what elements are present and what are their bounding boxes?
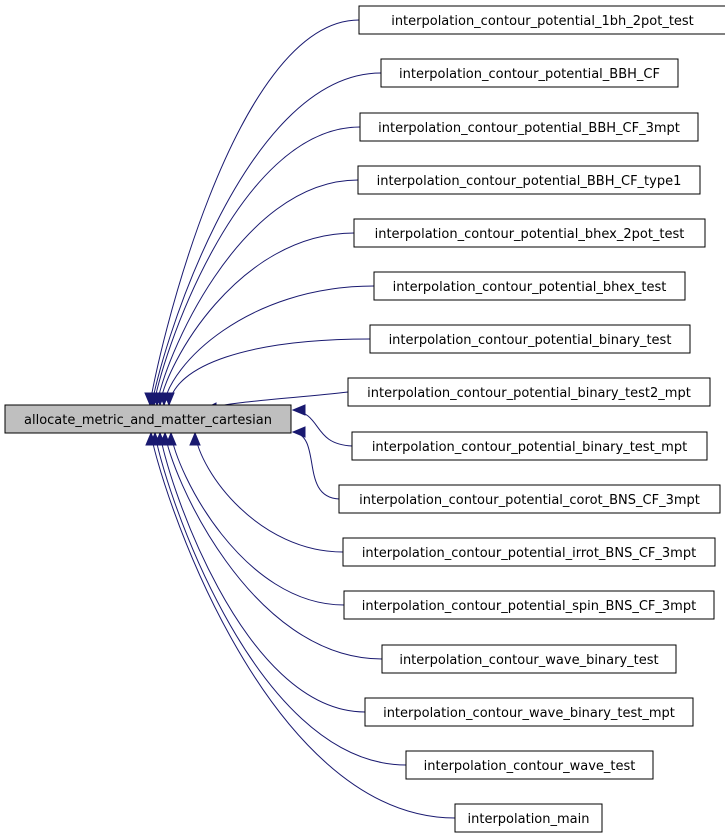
arrowhead (189, 431, 201, 446)
call-edge (151, 72, 382, 406)
caller-node-label: interpolation_contour_potential_spin_BNS… (362, 599, 696, 614)
arrowhead (145, 431, 157, 446)
caller-node[interactable]: interpolation_contour_potential_1bh_2pot… (358, 5, 725, 35)
caller-node-label: interpolation_contour_wave_binary_test (399, 653, 658, 668)
caller-node[interactable]: interpolation_contour_potential_binary_t… (351, 431, 708, 461)
call-edge (170, 432, 345, 606)
caller-node-label: interpolation_contour_potential_bhex_tes… (393, 280, 667, 295)
caller-node-label: interpolation_contour_potential_BBH_CF_3… (378, 121, 680, 136)
caller-node-label: interpolation_contour_wave_test (424, 759, 636, 774)
arrowhead (163, 392, 175, 407)
caller-node-box (347, 377, 711, 407)
caller-node[interactable]: interpolation_contour_wave_binary_test_m… (364, 697, 694, 727)
caller-node[interactable]: interpolation_contour_wave_binary_test (381, 644, 677, 674)
root-node[interactable]: allocate_metric_and_matter_cartesian (4, 404, 292, 434)
caller-node-box (353, 218, 706, 248)
caller-node-box (359, 112, 699, 142)
caller-node-box (373, 271, 686, 301)
call-edge (163, 285, 375, 406)
caller-node[interactable]: interpolation_contour_potential_BBH_CF_t… (357, 165, 701, 195)
caller-node-label: interpolation_contour_potential_binary_t… (389, 333, 672, 348)
caller-node-box (369, 324, 691, 354)
caller-node[interactable]: interpolation_contour_potential_binary_t… (347, 377, 711, 407)
caller-node-label: interpolation_contour_potential_1bh_2pot… (391, 14, 694, 29)
caller-nodes: interpolation_contour_potential_1bh_2pot… (338, 5, 725, 833)
caller-node[interactable]: interpolation_contour_wave_test (405, 750, 654, 780)
call-edge (150, 432, 456, 819)
call-edge (168, 338, 371, 406)
call-edge (159, 232, 355, 406)
caller-node-label: interpolation_contour_potential_BBH_CF (399, 67, 660, 82)
caller-node-label: interpolation_contour_potential_bhex_2po… (375, 227, 685, 242)
root-node-box (4, 404, 292, 434)
arrowhead (291, 426, 306, 438)
caller-node[interactable]: interpolation_contour_potential_irrot_BN… (342, 537, 716, 567)
caller-node-box (454, 803, 603, 833)
caller-node[interactable]: interpolation_contour_potential_bhex_tes… (373, 271, 686, 301)
caller-node[interactable]: interpolation_contour_potential_corot_BN… (338, 484, 721, 514)
caller-node-box (351, 431, 708, 461)
call-edge (164, 432, 383, 660)
caller-node[interactable]: interpolation_contour_potential_spin_BNS… (343, 590, 715, 620)
call-edge (156, 179, 359, 406)
caller-node[interactable]: interpolation_contour_potential_BBH_CF (380, 58, 679, 88)
caller-node[interactable]: interpolation_contour_potential_BBH_CF_3… (359, 112, 699, 142)
caller-node-label: interpolation_contour_potential_corot_BN… (359, 493, 700, 508)
caller-node-label: interpolation_contour_potential_BBH_CF_t… (377, 174, 682, 189)
caller-node[interactable]: interpolation_contour_potential_bhex_2po… (353, 218, 706, 248)
caller-node[interactable]: interpolation_contour_potential_binary_t… (369, 324, 691, 354)
caller-node-box (357, 165, 701, 195)
caller-node-box (338, 484, 721, 514)
caller-node-box (364, 697, 694, 727)
root-node-label: allocate_metric_and_matter_cartesian (24, 413, 272, 428)
call-edge (149, 19, 360, 406)
call-edge (153, 126, 361, 406)
caller-node-label: interpolation_contour_potential_irrot_BN… (362, 546, 696, 561)
caller-node-label: interpolation_contour_potential_binary_t… (367, 386, 691, 401)
caller-node-label: interpolation_main (468, 812, 590, 827)
caller-node-label: interpolation_contour_wave_binary_test_m… (383, 706, 675, 721)
caller-node-box (380, 58, 679, 88)
call-edge (292, 431, 340, 500)
caller-node-box (405, 750, 654, 780)
caller-node-label: interpolation_contour_potential_binary_t… (372, 440, 687, 455)
arrowhead (291, 404, 306, 416)
call-edge (194, 432, 344, 553)
call-edge (154, 432, 407, 766)
caller-node-box (343, 590, 715, 620)
caller-node-box (342, 537, 716, 567)
caller-node-box (358, 5, 725, 35)
call-edge (159, 432, 366, 713)
caller-node[interactable]: interpolation_main (454, 803, 603, 833)
caller-node-box (381, 644, 677, 674)
